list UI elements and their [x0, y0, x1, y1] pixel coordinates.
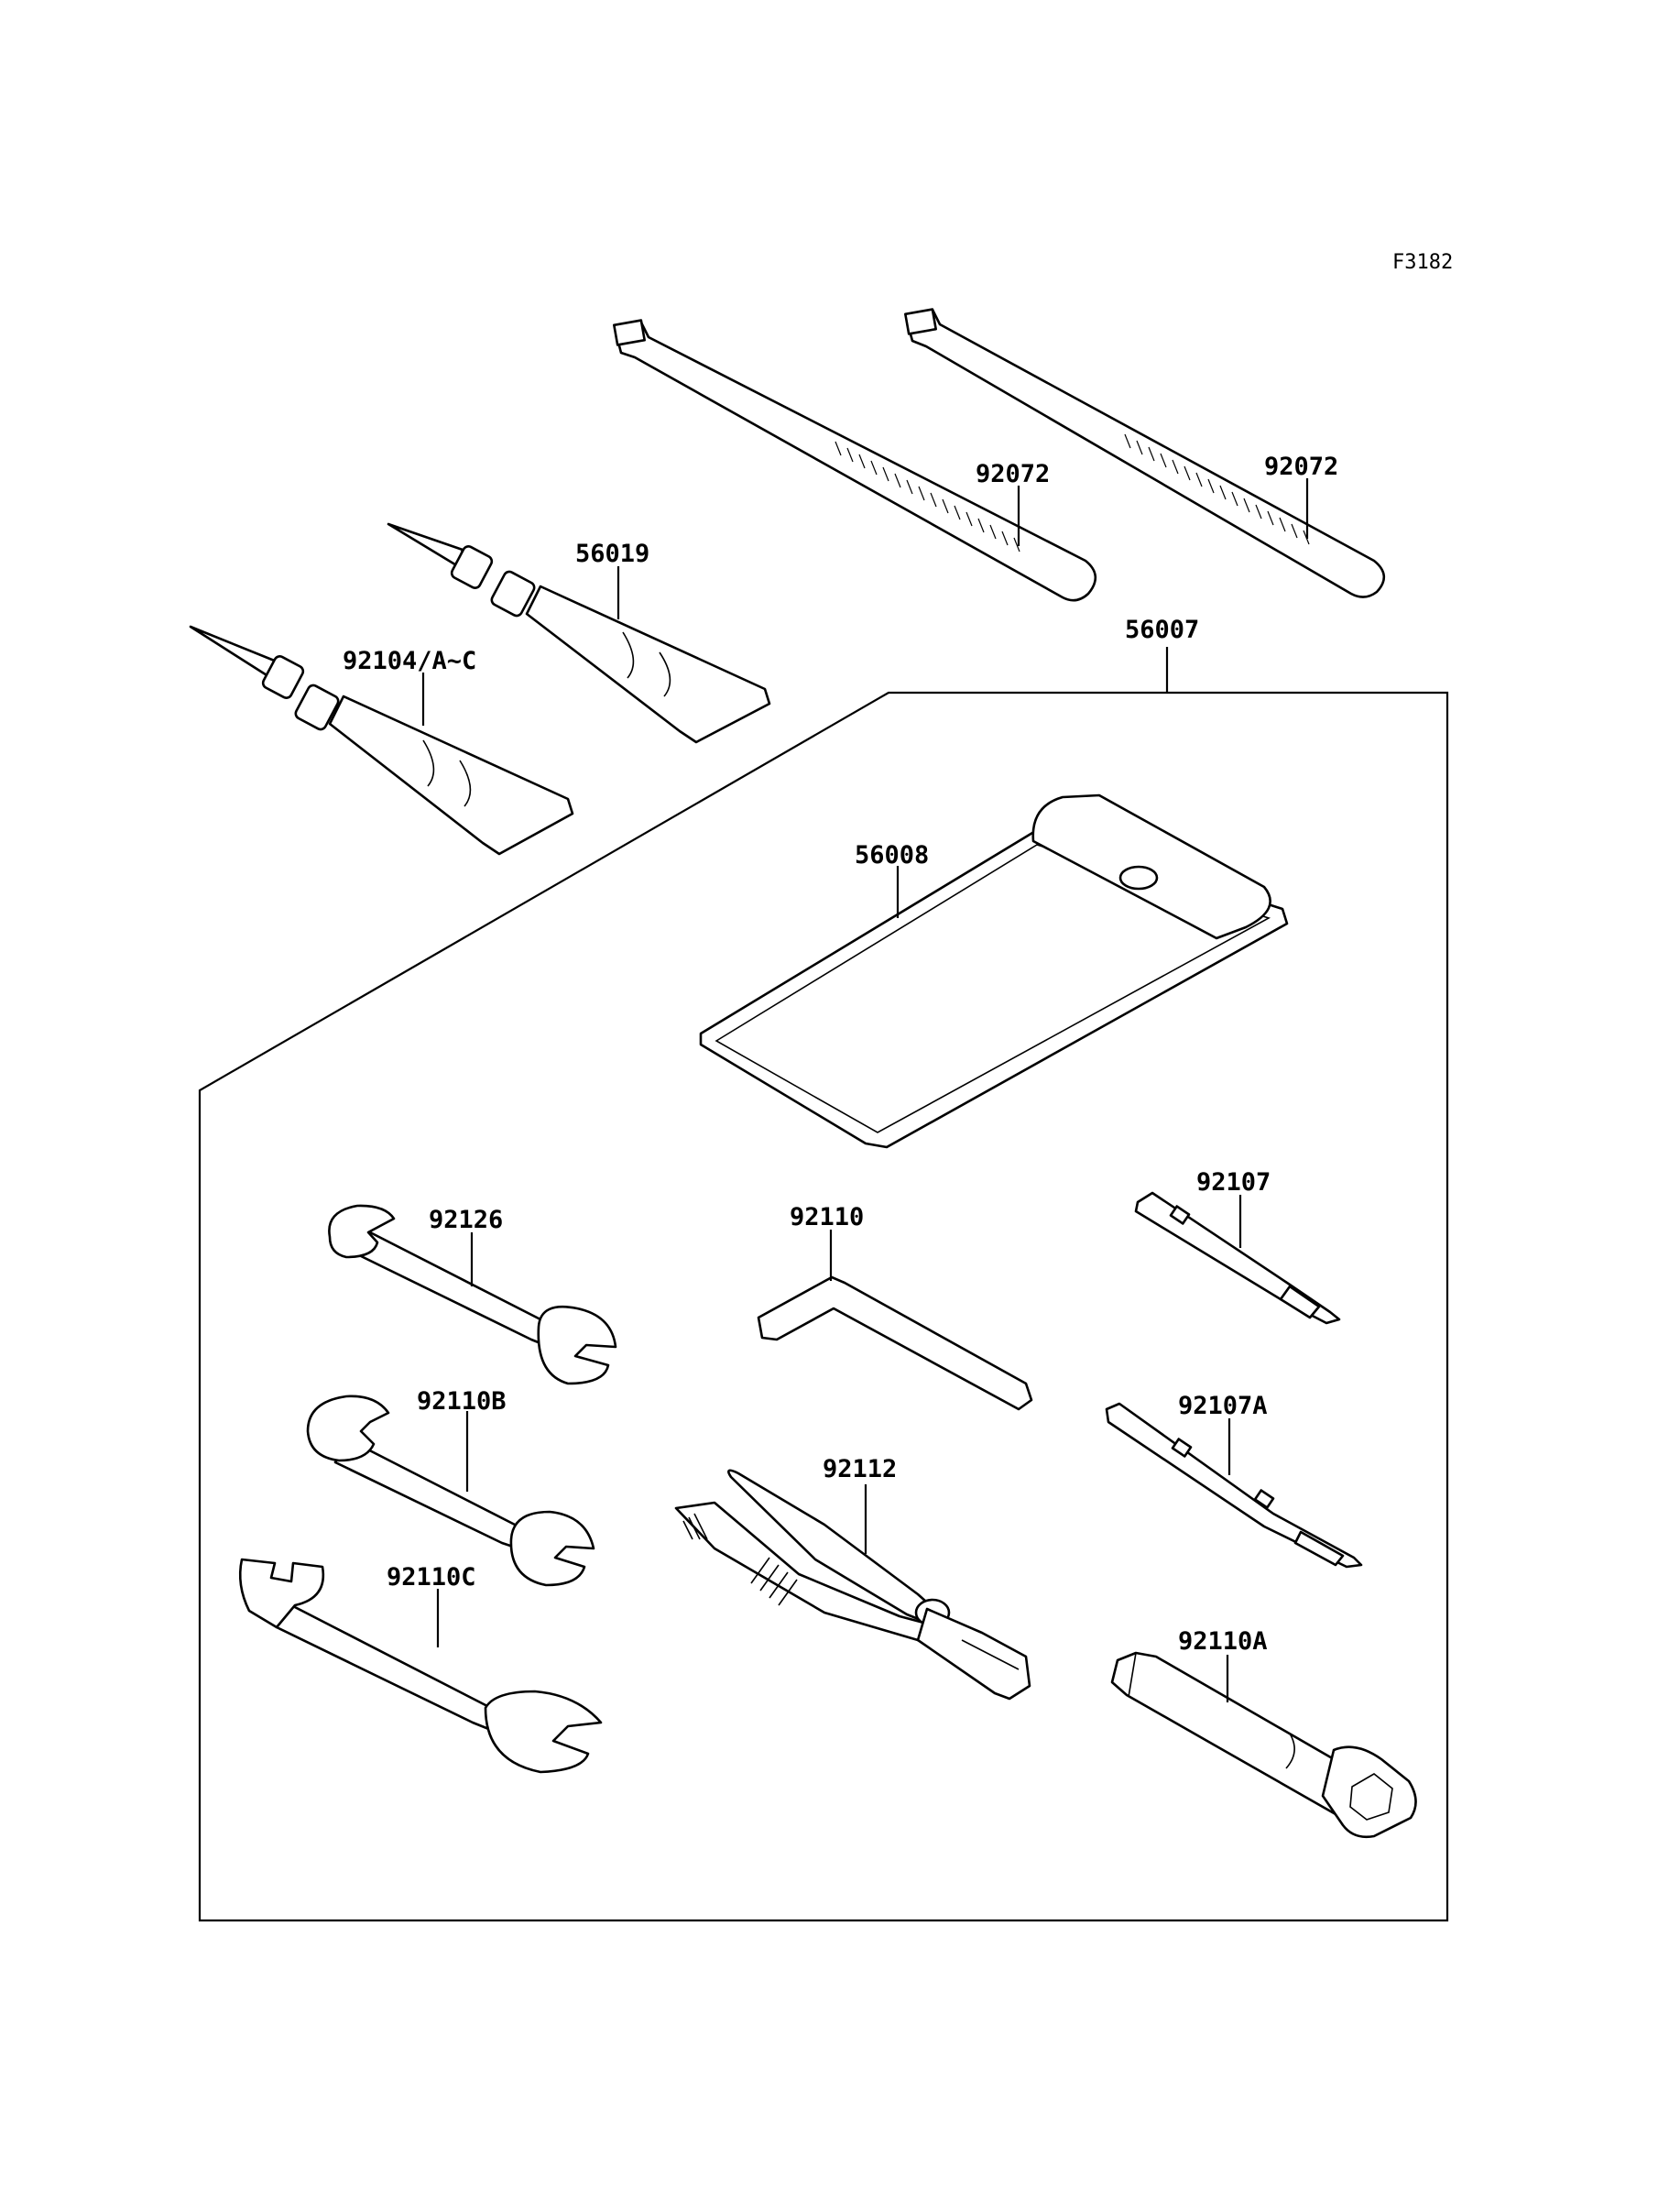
hex-key-92110[interactable] [757, 1275, 1033, 1411]
screwdriver-92107[interactable] [1134, 1191, 1341, 1325]
label-wrench-92126: 92126 [429, 1206, 503, 1234]
wrench-92110C[interactable] [238, 1558, 603, 1774]
label-plug-wrench: 92110A [1178, 1627, 1268, 1656]
cable-tie-right[interactable] [904, 308, 1386, 598]
grease-tube-upper[interactable] [387, 522, 771, 744]
drawing-code: F3182 [1392, 251, 1453, 274]
label-screwdriver-2: 92107A [1178, 1392, 1268, 1420]
label-tie-right: 92072 [1264, 453, 1338, 481]
label-wrench-92110C: 92110C [387, 1563, 476, 1592]
plug-wrench-92110A[interactable] [1110, 1651, 1417, 1839]
tie-teeth-right [1124, 433, 1310, 545]
tool-bag[interactable] [699, 793, 1289, 1149]
grease-tube-lower[interactable] [189, 625, 574, 856]
screwdriver-92107A[interactable] [1105, 1402, 1363, 1569]
label-tool-kit: 56007 [1125, 616, 1199, 644]
tool-kit-outline [198, 691, 1449, 1922]
tie-teeth [835, 441, 1020, 552]
label-wrench-92110B: 92110B [417, 1387, 507, 1416]
label-grease-upper: 56019 [575, 540, 649, 568]
cable-tie-left[interactable] [613, 319, 1097, 602]
pliers-92112[interactable] [674, 1469, 1031, 1701]
label-tool-bag: 56008 [855, 841, 929, 870]
label-grease-lower: 92104/A~C [343, 647, 476, 675]
label-hex-key: 92110 [790, 1203, 864, 1231]
label-screwdriver-1: 92107 [1196, 1168, 1271, 1197]
wrench-92126[interactable] [328, 1204, 617, 1385]
label-tie-left: 92072 [976, 460, 1050, 488]
label-pliers: 92112 [823, 1455, 897, 1483]
wrench-92110B[interactable] [306, 1395, 595, 1587]
